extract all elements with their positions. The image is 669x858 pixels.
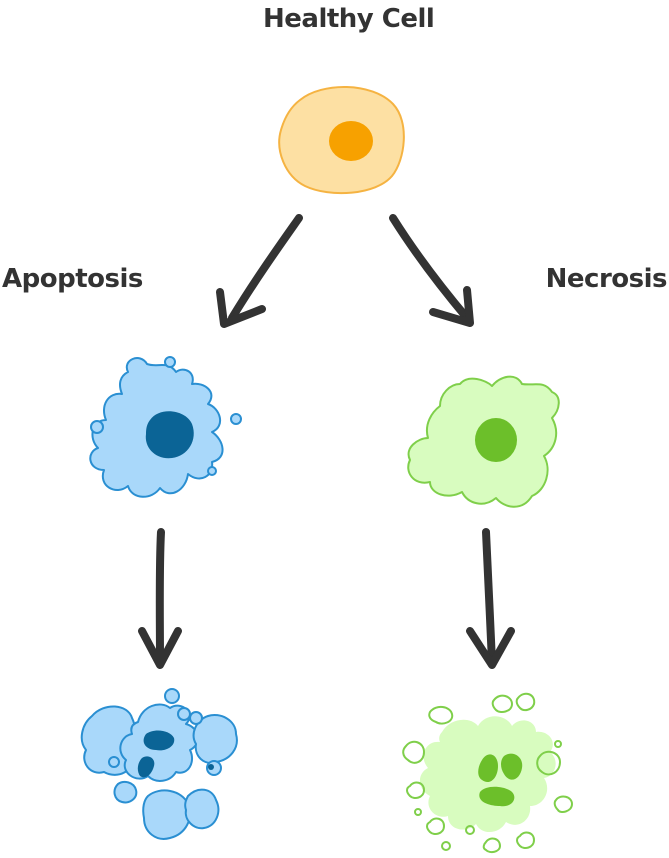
apoptotic-body	[177, 707, 191, 721]
lysed-necrotic-cell	[402, 692, 574, 854]
arrow-healthy-to-apoptosis	[216, 214, 303, 328]
apoptotic-body	[164, 688, 180, 704]
apoptotic-nucleus-fragment	[208, 764, 214, 770]
apoptotic-bleb	[164, 356, 176, 368]
apoptotic-bleb	[90, 420, 104, 434]
apoptotic-nucleus	[145, 411, 194, 459]
apoptotic-body	[113, 781, 138, 804]
necrotic-cell-nucleus	[475, 418, 517, 462]
necrosis-label: Necrosis	[545, 264, 668, 294]
apoptotic-body	[184, 788, 220, 830]
healthy-cell	[278, 85, 405, 195]
apoptotic-body	[189, 711, 203, 725]
arrow-necrosis-down	[466, 528, 515, 669]
necrotic-cell	[407, 375, 560, 508]
apoptotic-body	[142, 789, 191, 840]
apoptotic-bleb	[230, 413, 242, 425]
arrow-apoptosis-down	[138, 528, 182, 669]
healthy-cell-label: Healthy Cell	[263, 4, 435, 34]
arrow-healthy-to-necrosis	[389, 214, 474, 327]
apoptotic-nucleus-fragment	[137, 756, 155, 778]
apoptotic-body	[80, 705, 136, 776]
apoptotic-nucleus-fragment	[143, 730, 175, 751]
healthy-cell-nucleus	[329, 121, 373, 161]
apoptotic-cell	[89, 356, 242, 498]
lysed-nucleus-fragments	[478, 753, 523, 807]
lysed-fragments	[402, 692, 574, 854]
apoptotic-bleb	[207, 466, 217, 476]
apoptosis-label: Apoptosis	[2, 264, 143, 294]
apoptotic-bodies	[80, 688, 238, 840]
apoptotic-body	[108, 756, 120, 768]
